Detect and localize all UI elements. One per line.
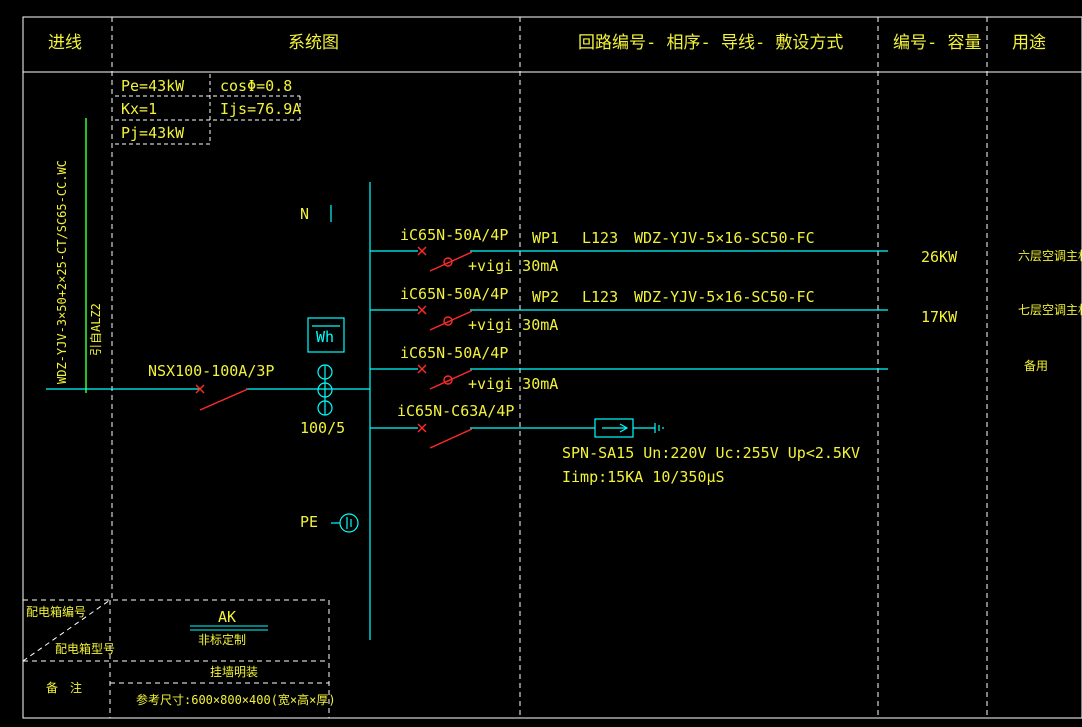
header-incoming: 进线 — [48, 33, 82, 53]
circuit-2-cable: WDZ-YJV-5×16-SC50-FC — [634, 288, 815, 306]
spd-spec-line2: Iimp:15KA 10/350μS — [562, 468, 725, 486]
circuit-1-usage: 六层空调主机 — [1018, 249, 1082, 263]
param-pe: Pe=43kW — [121, 77, 185, 95]
remark-label: 备 注 — [46, 681, 83, 695]
box-size: 参考尺寸:600×800×400(宽×高×厚) — [136, 693, 336, 707]
main-breaker-label: NSX100-100A/3P — [148, 362, 275, 380]
box-model-value: 非标定制 — [198, 633, 247, 647]
ct-ratio-label: 100/5 — [300, 419, 346, 437]
box-id-label: 配电箱编号 — [26, 605, 87, 619]
incoming-cable-label: WDZ-YJV-3×50+2×25-CT/SC65-CC.WC — [55, 160, 69, 384]
header-usage: 用途 — [1012, 33, 1046, 53]
header-system: 系统图 — [288, 33, 339, 53]
circuit-1-cable: WDZ-YJV-5×16-SC50-FC — [634, 229, 815, 247]
install-method: 挂墙明装 — [210, 665, 259, 679]
energy-meter-symbol: Wh — [316, 328, 335, 346]
spd-spec-line1: SPN-SA15 Un:220V Uc:255V Up<2.5KV — [562, 444, 861, 462]
panel-info-box — [22, 599, 330, 719]
breakers — [195, 246, 473, 449]
circuit-2-capacity: 17KW — [921, 308, 958, 326]
header-capacity: 编号- 容量 — [893, 33, 982, 53]
circuit-1-id: WP1 — [532, 229, 560, 247]
header-circuit: 回路编号- 相序- 导线- 敷设方式 — [578, 33, 844, 53]
spd-breaker: iC65N-C63A/4P — [397, 402, 515, 420]
box-id-value: AK — [218, 608, 237, 626]
circuit-2-breaker: iC65N-50A/4P — [400, 285, 509, 303]
circuit-3-vigi: +vigi 30mA — [468, 375, 559, 393]
circuit-1-capacity: 26KW — [921, 248, 958, 266]
param-cos: cosΦ=0.8 — [220, 77, 293, 95]
wiring — [46, 182, 888, 640]
param-ijs: Ijs=76.9A — [220, 100, 302, 118]
bus-n-label: N — [300, 205, 310, 223]
bus-pe-label: PE — [300, 513, 319, 531]
circuit-1-phase: L123 — [582, 229, 619, 247]
circuit-3-breaker: iC65N-50A/4P — [400, 344, 509, 362]
circuit-2-phase: L123 — [582, 288, 619, 306]
load-param-box — [115, 74, 301, 145]
drawing-frame — [22, 16, 1082, 719]
circuit-1-vigi: +vigi 30mA — [468, 257, 559, 275]
circuit-2-usage: 七层空调主机 — [1018, 303, 1082, 317]
circuit-2-vigi: +vigi 30mA — [468, 316, 559, 334]
incoming-source-label: 引自ALZ2 — [89, 303, 103, 356]
circuit-2-id: WP2 — [532, 288, 560, 306]
param-kx: Kx=1 — [121, 100, 158, 118]
circuit-3-usage: 备用 — [1024, 359, 1049, 373]
box-model-label: 配电箱型号 — [55, 642, 116, 656]
circuit-1-breaker: iC65N-50A/4P — [400, 226, 509, 244]
param-pj: Pj=43kW — [121, 124, 185, 142]
